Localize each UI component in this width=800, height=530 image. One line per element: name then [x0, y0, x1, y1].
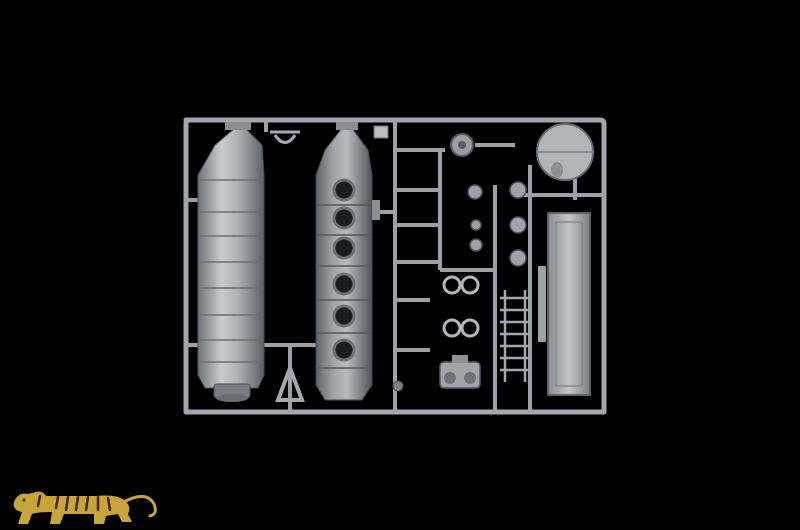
- tiger-icon: [13, 491, 157, 524]
- engine-half-left: [197, 122, 265, 402]
- gear-part: [450, 133, 474, 157]
- triangle-part: [275, 362, 305, 402]
- engine-block-right: [315, 122, 380, 401]
- sprue-knob: [392, 380, 404, 392]
- tag-part: [373, 125, 389, 139]
- disc-part: [536, 123, 594, 181]
- valve-parts: [467, 181, 527, 267]
- ladder-part: [500, 290, 530, 382]
- twin-ring-parts: [442, 275, 480, 338]
- panel-part: [538, 212, 591, 396]
- pump-part: [439, 355, 481, 389]
- small-bracket-part: [270, 130, 300, 144]
- sprue-inner-runners: [186, 120, 604, 412]
